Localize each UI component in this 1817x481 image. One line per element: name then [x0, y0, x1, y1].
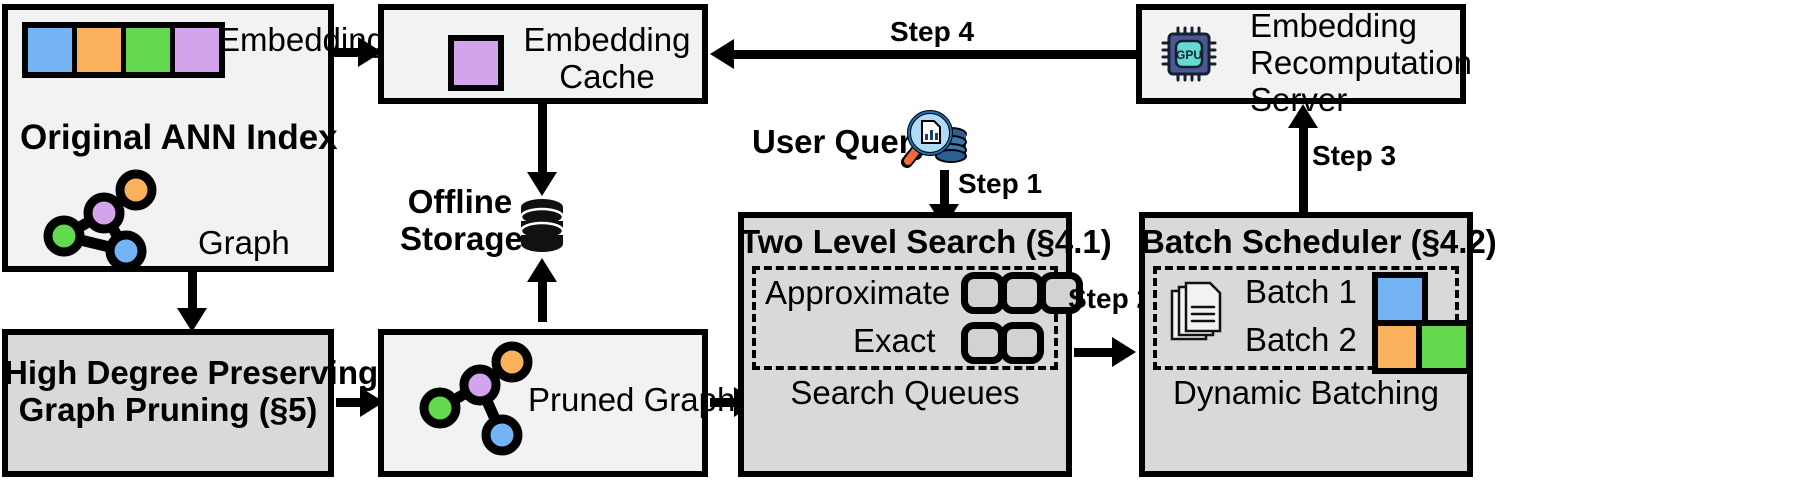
original-ann-index-title: Original ANN Index [20, 118, 338, 157]
exact-row-label: Exact [853, 322, 936, 359]
arrow-step4-line [732, 50, 1140, 59]
step1-label: Step 1 [958, 168, 1043, 199]
embedding-cache-label: Embedding Cache [523, 21, 691, 95]
approximate-slot-1 [961, 272, 1005, 314]
magnifier-document-database-icon [901, 110, 967, 168]
embedding-cache-box [378, 4, 708, 104]
blue-node [105, 230, 147, 268]
arrow-pruned-to-storage-head [527, 258, 557, 282]
arrow-pruning-to-pruned-line [336, 398, 366, 407]
approximate-slot-2 [1000, 272, 1044, 314]
orange-node [115, 169, 157, 211]
offline-storage-label: Offline Storage [400, 183, 523, 257]
arrow-index-to-cache-head [358, 37, 382, 67]
arrow-step1-line [940, 170, 949, 206]
arrow-pruned-to-search-line [710, 398, 740, 407]
embedding-strip [22, 22, 225, 78]
orange-node [491, 341, 533, 383]
original-graph-illustration [43, 169, 157, 268]
documents-stack-icon [1170, 281, 1222, 341]
blue-node [481, 414, 523, 456]
embedding-cell-orange [77, 28, 126, 72]
batch-1-label: Batch 1 [1245, 273, 1357, 310]
arrow-step2-head [1112, 337, 1136, 367]
database-icon [519, 199, 565, 252]
arrow-pruned-to-storage-line [538, 282, 547, 322]
arrow-step2-line [1074, 348, 1116, 357]
embedding-cache-swatch [448, 35, 504, 91]
search-queues-footer: Search Queues [790, 374, 1020, 411]
purple-node [83, 192, 125, 234]
dynamic-batching-panel [1153, 266, 1459, 370]
arrow-step4-head [710, 39, 734, 69]
gpu-chip-icon: GPU [1161, 26, 1217, 82]
graph-pruning-label: High Degree Preserving Graph Pruning (§5… [4, 354, 379, 428]
step2-label: Step 2 [1068, 283, 1153, 314]
arrow-step3-head [1288, 104, 1318, 128]
two-level-search-title: Two Level Search (§4.1) [740, 223, 1112, 260]
green-node [419, 387, 461, 429]
arrow-index-to-cache-line [334, 48, 360, 57]
purple-node [459, 364, 501, 406]
arrow-index-to-pruning-head [177, 308, 207, 332]
batch-2-swatch-green [1416, 320, 1472, 374]
green-node [43, 215, 85, 257]
graph-label: Graph [198, 224, 290, 261]
recomputation-server-label: Embedding Recomputation Server [1250, 7, 1472, 118]
step4-label: Step 4 [890, 16, 975, 47]
dynamic-batching-footer: Dynamic Batching [1173, 374, 1439, 411]
batch-1-swatch-blue [1372, 272, 1428, 326]
approximate-row-label: Approximate [765, 274, 951, 311]
arrow-cache-to-storage-head [527, 172, 557, 196]
arrow-cache-to-storage-line [538, 104, 547, 174]
step3-label: Step 3 [1312, 140, 1397, 171]
batch-2-label: Batch 2 [1245, 321, 1357, 358]
embedding-cell-purple [175, 28, 219, 72]
approximate-slot-3 [1039, 272, 1083, 314]
pruned-graph-illustration [419, 341, 533, 456]
batch-scheduler-title: Batch Scheduler (§4.2) [1141, 223, 1497, 260]
embedding-cell-blue [28, 28, 77, 72]
graph-pruning-box [2, 329, 334, 477]
search-queues-panel [752, 266, 1058, 370]
batch-scheduler-box [1139, 212, 1473, 477]
embedding-cell-green [126, 28, 175, 72]
arrow-index-to-pruning-line [188, 272, 197, 310]
arrow-step3-line [1299, 128, 1308, 214]
pruned-graph-label: Pruned Graph [528, 381, 736, 418]
exact-slot-2 [1000, 322, 1044, 364]
svg-text:GPU: GPU [1176, 48, 1202, 62]
exact-slot-1 [961, 322, 1005, 364]
